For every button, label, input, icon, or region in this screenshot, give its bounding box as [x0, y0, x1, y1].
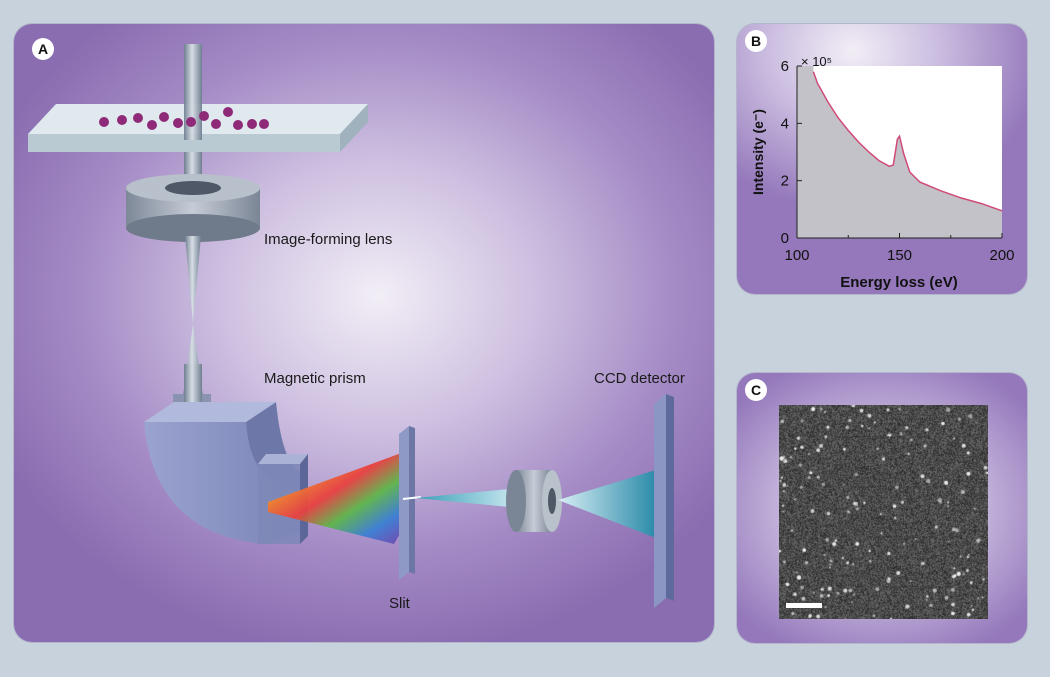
particle: [133, 113, 143, 123]
x-tick-label: 150: [887, 247, 912, 264]
projected-beam-cone: [558, 470, 656, 538]
particle: [117, 115, 127, 125]
spectrum-curve: [812, 71, 1003, 212]
particle: [259, 119, 269, 129]
label-slit: Slit: [389, 595, 410, 612]
particle: [159, 112, 169, 122]
x-ticks: 100 150 200: [784, 233, 1015, 264]
particle: [247, 119, 257, 129]
panel-b-badge: B: [745, 30, 767, 52]
energy-dispersed-spectrum: [268, 452, 408, 544]
label-ccd-detector: CCD detector: [594, 370, 685, 387]
panel-c-micrograph: C: [737, 373, 1027, 643]
converging-beam: [185, 236, 201, 324]
spectrum-area: [797, 66, 1003, 238]
eels-schematic-svg: [28, 44, 674, 608]
specimen-particles: [99, 107, 269, 130]
particle: [147, 120, 157, 130]
y-axis-label: Intensity (e⁻): [750, 109, 766, 195]
micrograph-image: [779, 405, 988, 619]
x-axis-label: Energy loss (eV): [840, 274, 958, 291]
panel-c-badge: C: [745, 379, 767, 401]
eels-spectrum-chart: 100 150 200 0 2 4 6 × 10⁵ Energy loss (eV) In…: [750, 54, 1015, 291]
filtered-beam: [416, 488, 520, 508]
label-magnetic-prism: Magnetic prism: [264, 370, 366, 387]
particle: [186, 117, 196, 127]
label-image-forming-lens: Image-forming lens: [264, 231, 393, 248]
projector-lens: [506, 470, 562, 532]
ccd-detector: [654, 394, 674, 608]
particle: [211, 119, 221, 129]
particle: [223, 107, 233, 117]
particle: [173, 118, 183, 128]
y-tick-label: 0: [781, 230, 789, 247]
panel-b-spectrum: B 100 150 200 0 2 4 6 × 10⁵ Energy loss (eV) …: [737, 24, 1027, 294]
energy-selecting-slit: [399, 426, 415, 580]
y-tick-label: 2: [781, 173, 789, 190]
x-tick-label: 100: [784, 247, 809, 264]
y-tick-label: 4: [781, 115, 789, 132]
particle: [199, 111, 209, 121]
panel-a-badge: A: [32, 38, 54, 60]
image-forming-lens: [126, 174, 260, 242]
particle: [99, 117, 109, 127]
y-tick-label: 6: [781, 58, 789, 75]
scale-bar: [786, 603, 822, 608]
particle: [233, 120, 243, 130]
magnetic-prism: [144, 364, 308, 544]
y-multiplier: × 10⁵: [801, 54, 832, 69]
y-ticks: 0 2 4 6: [781, 58, 802, 247]
slit-opening: [402, 496, 422, 500]
panel-a-schematic: A: [14, 24, 714, 642]
x-tick-label: 200: [989, 247, 1014, 264]
